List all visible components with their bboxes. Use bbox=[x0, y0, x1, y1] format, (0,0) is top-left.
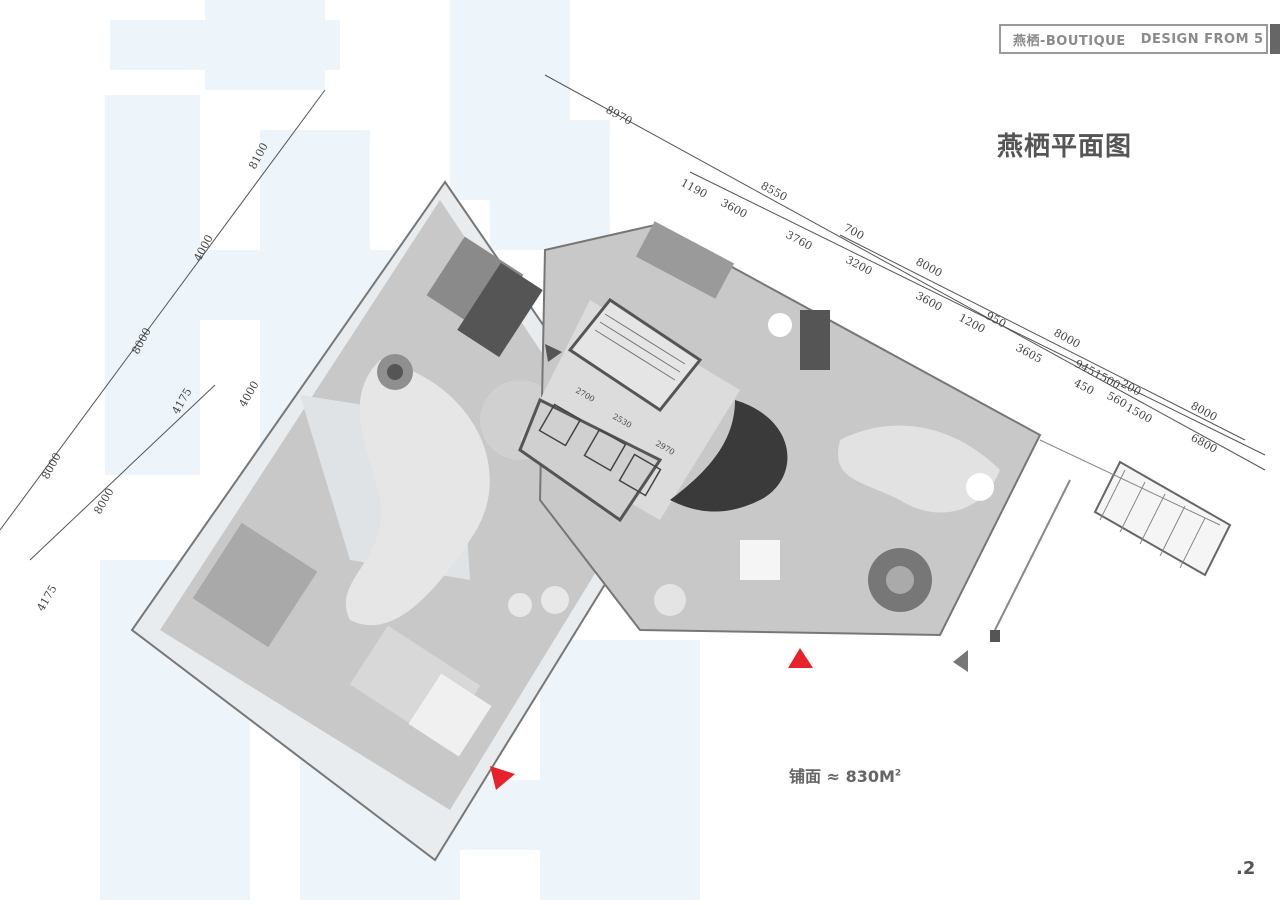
dim-top-inner-2: 3600 bbox=[719, 196, 750, 221]
left-wing bbox=[130, 180, 662, 862]
area-value: 830M bbox=[845, 767, 895, 786]
header-tab bbox=[1270, 24, 1280, 54]
dim-left-inner-4: 4175 bbox=[34, 583, 59, 614]
dim-top-outer-1: 8970 bbox=[604, 103, 635, 128]
direction-marker-core bbox=[545, 344, 562, 362]
dim-top-inner-11: 450 bbox=[1072, 376, 1097, 397]
dim-left-inner-3: 8000 bbox=[91, 486, 116, 517]
entrance-marker-main bbox=[788, 648, 813, 668]
dim-top-inner-3: 3760 bbox=[784, 228, 815, 253]
area-unit-sup: 2 bbox=[894, 768, 902, 779]
dim-top-inner-5: 3600 bbox=[914, 289, 945, 314]
dimension-lines bbox=[0, 74, 1266, 561]
direction-marker-right bbox=[953, 650, 968, 672]
dim-left-inner-1: 4000 bbox=[236, 379, 261, 410]
dim-top-inner-1: 1190 bbox=[679, 176, 710, 201]
page-number: .2 bbox=[1236, 858, 1256, 879]
page-title: 燕栖平面图 bbox=[997, 132, 1133, 162]
area-approx: ≈ bbox=[826, 767, 840, 786]
dim-top-outer-5: 8000 bbox=[1052, 326, 1083, 351]
dim-left-outer-4: 8000 bbox=[39, 451, 64, 482]
area-text: 铺面 bbox=[789, 767, 822, 786]
header-banner: 燕栖-BOUTIQUE DESIGN FROM 5 bbox=[999, 24, 1268, 54]
entrance-marker-side bbox=[490, 766, 515, 790]
dim-top-inner-15: 6800 bbox=[1189, 431, 1220, 456]
markers bbox=[490, 344, 968, 790]
dim-left-outer-3: 8000 bbox=[129, 326, 154, 357]
dim-left-outer-2: 4000 bbox=[191, 233, 216, 264]
dim-top-inner-8: 3605 bbox=[1014, 341, 1045, 366]
dim-left-inner-2: 4175 bbox=[169, 386, 194, 417]
dim-top-inner-14: 1500 bbox=[1124, 401, 1155, 426]
exterior-stair bbox=[990, 439, 1232, 642]
header-spacer bbox=[1126, 32, 1141, 47]
area-label: 铺面 ≈ 830M2 bbox=[789, 763, 901, 787]
header-brand: 燕栖-BOUTIQUE bbox=[1013, 33, 1126, 49]
header-design-from: DESIGN FROM 5 bbox=[1140, 31, 1264, 47]
dim-left-outer-1: 8100 bbox=[246, 141, 271, 172]
dim-top-outer-4: 8000 bbox=[914, 255, 945, 280]
dim-top-inner-4: 3200 bbox=[844, 253, 875, 278]
